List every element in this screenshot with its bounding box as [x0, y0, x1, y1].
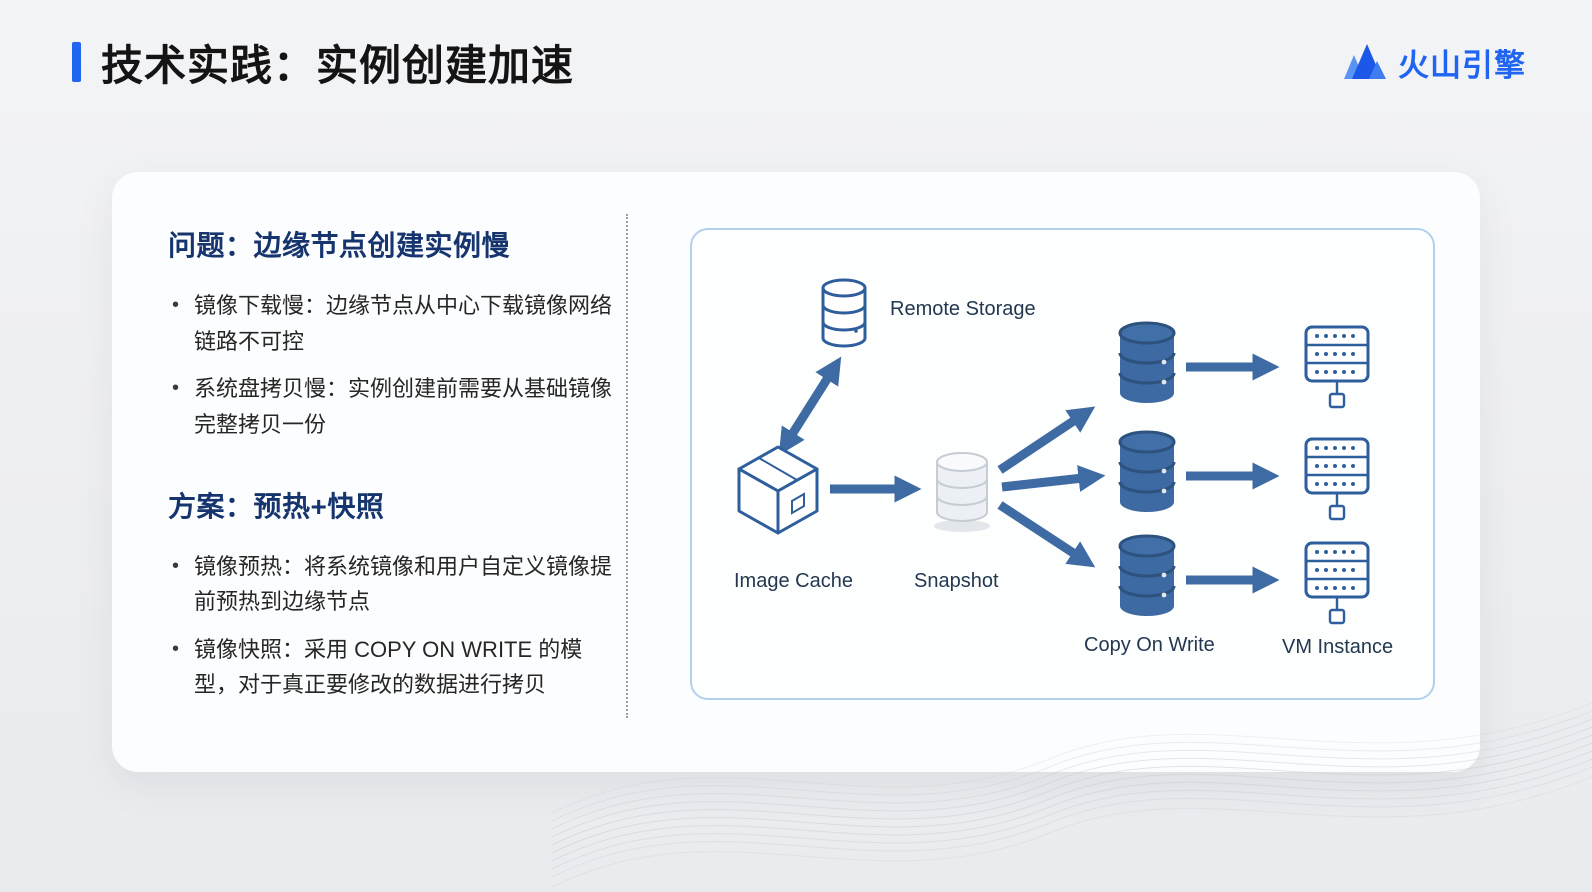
arrow-snapshot-cow-mid	[1001, 465, 1106, 492]
diagram-arrows	[778, 353, 1280, 594]
vm-server-icon	[1304, 541, 1370, 625]
remote-storage-label: Remote Storage	[890, 298, 1036, 320]
vm-instance-label: VM Instance	[1282, 636, 1394, 658]
diagram-canvas	[737, 278, 1370, 625]
snapshot-label: Snapshot	[914, 570, 999, 592]
cow-cylinder-icon	[1118, 321, 1176, 405]
cow-cylinder-icon	[1118, 534, 1176, 618]
vm-server-icon	[1304, 325, 1370, 409]
bullet-item: 镜像下载慢：边缘节点从中心下载镜像网络链路不可控	[168, 288, 616, 359]
arrow-snapshot-cow-bottom	[997, 501, 1096, 568]
arrow-image-cache-remote-storage	[778, 356, 842, 456]
bullet-item: 系统盘拷贝慢：实例创建前需要从基础镜像完整拷贝一份	[168, 371, 616, 442]
vm-server-icon	[1304, 437, 1370, 521]
brand-logo: 火山引擎	[1342, 40, 1526, 85]
dotted-divider	[626, 214, 628, 718]
solution-heading: 方案：预热+快照	[168, 490, 385, 522]
problem-bullet-list: 镜像下载慢：边缘节点从中心下载镜像网络链路不可控 系统盘拷贝慢：实例创建前需要从…	[168, 288, 616, 443]
header: 技术实践：实例创建加速 火山引擎	[72, 34, 1526, 90]
image-cache-icon	[737, 445, 819, 535]
content-card: 问题：边缘节点创建实例慢 镜像下载慢：边缘节点从中心下载镜像网络链路不可控 系统…	[112, 172, 1480, 772]
cow-cylinder-icon	[1118, 430, 1176, 514]
text-column: 问题：边缘节点创建实例慢 镜像下载慢：边缘节点从中心下载镜像网络链路不可控 系统…	[168, 224, 616, 715]
copy-on-write-label: Copy On Write	[1084, 634, 1215, 656]
bullet-item: 镜像快照：采用 COPY ON WRITE 的模型，对于真正要修改的数据进行拷贝	[168, 632, 616, 703]
solution-bullet-list: 镜像预热：将系统镜像和用户自定义镜像提前预热到边缘节点 镜像快照：采用 COPY…	[168, 549, 616, 704]
problem-heading: 问题：边缘节点创建实例慢	[168, 230, 511, 261]
snapshot-icon	[934, 452, 990, 532]
remote-storage-icon	[821, 278, 867, 348]
arrow-snapshot-cow-top	[997, 406, 1096, 474]
volcano-engine-logo-icon	[1344, 44, 1386, 79]
page-title: 技术实践：实例创建加速	[101, 41, 575, 89]
bullet-item: 镜像预热：将系统镜像和用户自定义镜像提前预热到边缘节点	[168, 549, 616, 620]
image-cache-label: Image Cache	[734, 570, 853, 592]
architecture-diagram: Remote Storage Image Cache Snapshot Copy…	[690, 228, 1435, 700]
brand-name: 火山引擎	[1398, 47, 1526, 83]
title-accent-bar	[72, 42, 81, 82]
